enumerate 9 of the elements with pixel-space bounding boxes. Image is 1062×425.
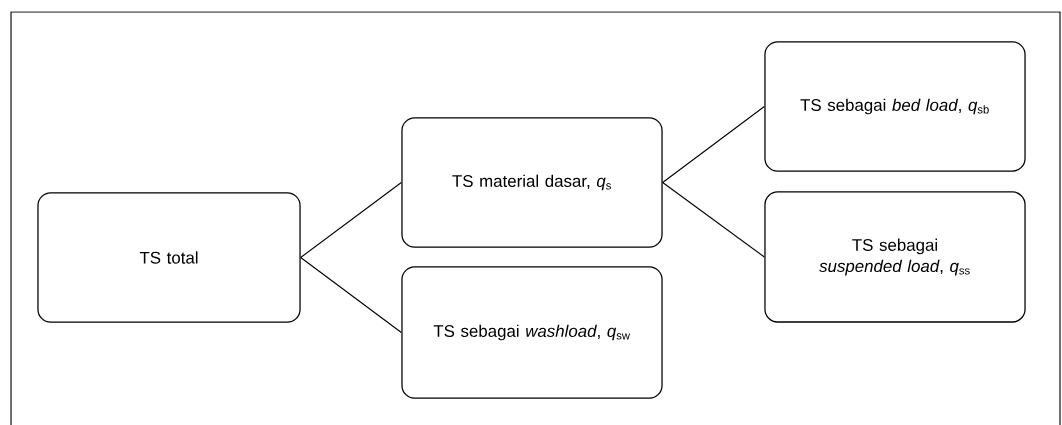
process-box: TS sebagai suspended load, q$_{ss}$ (764, 191, 1026, 323)
process-box: TS material dasar, q$_{s}$ (401, 117, 663, 248)
connector-line (662, 181, 765, 258)
connector-line (300, 256, 402, 334)
process-box: TS sebagai bed load, q$_{sb}$ (764, 41, 1026, 172)
connector-line (300, 181, 402, 259)
connector-line (662, 105, 765, 184)
process-box: TS sebagai washload, q$_{sw}$ (401, 266, 663, 399)
process-box: TS total (37, 192, 301, 323)
